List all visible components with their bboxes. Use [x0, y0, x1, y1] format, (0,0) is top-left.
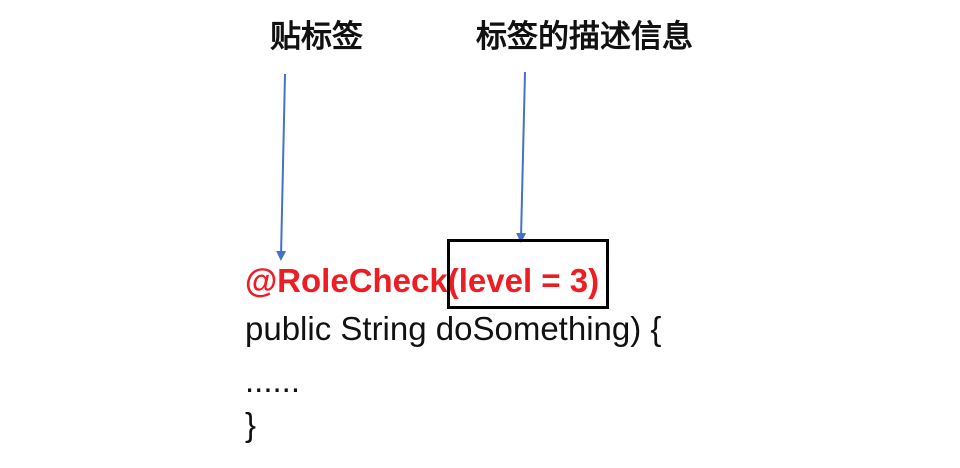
annotation-args: (level = 3)	[447, 262, 600, 299]
annotation-line: @RoleCheck(level = 3)	[245, 264, 599, 297]
arrow-to-description	[516, 71, 527, 243]
annotation-label: 贴标签	[270, 19, 363, 55]
description-highlight-box	[447, 239, 609, 309]
method-body: ......	[245, 362, 301, 399]
description-label: 标签的描述信息	[476, 19, 693, 55]
arrow-to-annotation	[276, 73, 287, 261]
method-signature: public String doSomething) {	[245, 310, 662, 347]
annotation-name: @RoleCheck	[245, 262, 448, 299]
closing-brace: }	[245, 406, 257, 443]
